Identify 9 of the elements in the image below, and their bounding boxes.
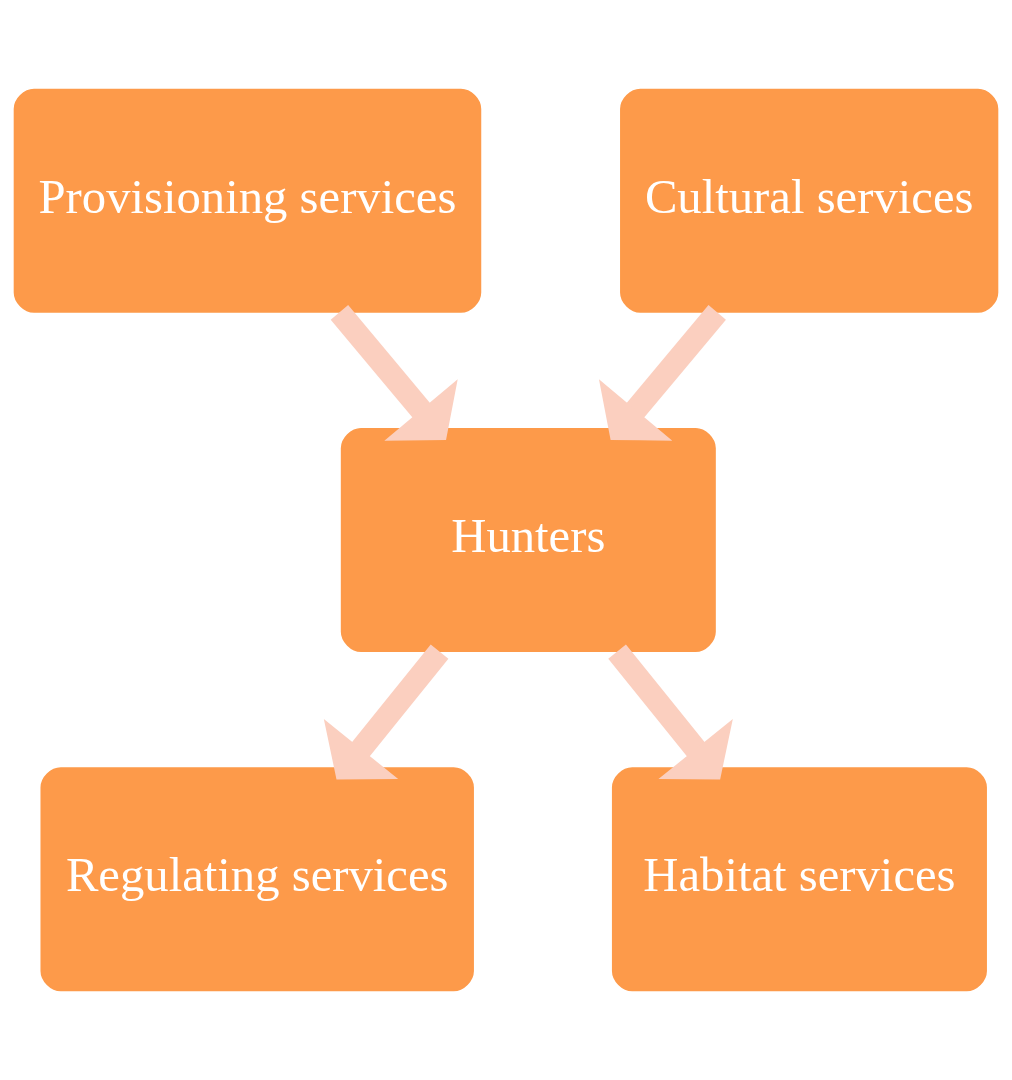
arrow <box>323 644 449 780</box>
arrow <box>608 644 733 780</box>
node-box: Habitat services <box>611 767 987 992</box>
node-box: Cultural services <box>620 88 999 313</box>
arrow <box>598 305 726 441</box>
node-box: Hunters <box>340 428 716 652</box>
arrow <box>330 305 458 441</box>
node-box: Provisioning services <box>13 88 482 313</box>
node-box: Regulating services <box>40 767 474 992</box>
